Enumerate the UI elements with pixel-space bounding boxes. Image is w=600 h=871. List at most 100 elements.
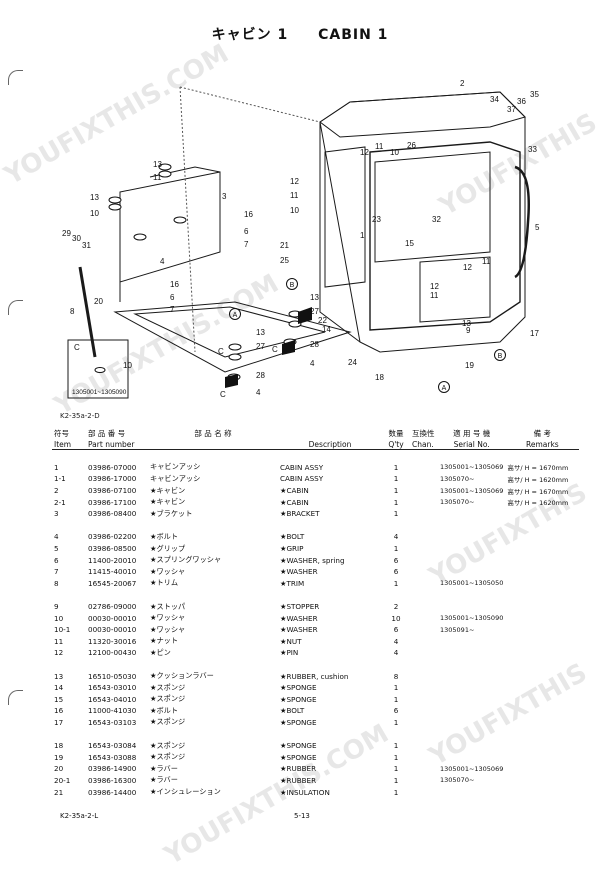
quantity: 1 <box>393 694 399 704</box>
interchangeability <box>410 636 438 648</box>
callout-16: 16 <box>244 210 253 219</box>
callout-27: 27 <box>256 342 265 351</box>
callout-30: 30 <box>72 234 81 243</box>
quantity: 1 <box>393 486 399 496</box>
cabin-door-frame <box>369 141 521 331</box>
callout-10: 10 <box>290 206 299 215</box>
quantity: 6 <box>393 567 399 577</box>
interchangeability <box>410 740 438 752</box>
quantity: 6 <box>393 706 399 716</box>
serial-range <box>438 740 505 752</box>
item-number: 4 <box>54 532 59 542</box>
name-ja: ★キャビン <box>150 485 186 495</box>
remarks <box>505 786 579 798</box>
name-ja: ★スプリングワッシャ <box>150 555 222 565</box>
remarks <box>505 612 579 624</box>
interchangeability <box>410 624 438 636</box>
header-ser-en: Serial No. <box>453 439 490 449</box>
name-ja: ★ピン <box>150 647 171 657</box>
interchangeability <box>410 554 438 566</box>
callout-11: 11 <box>430 291 439 300</box>
description: ★RUBBER <box>280 775 317 785</box>
callout-11: 11 <box>290 191 299 200</box>
callout-4: 4 <box>256 388 261 397</box>
serial-range <box>438 601 505 613</box>
callout-23: 23 <box>372 215 381 224</box>
group-spacer <box>52 589 579 601</box>
header-qty-en: Q'ty <box>388 439 404 449</box>
description: ★GRIP <box>280 544 304 554</box>
description: ★NUT <box>280 636 302 646</box>
part-number: 16510-05030 <box>88 671 137 681</box>
quantity: 1 <box>393 497 399 507</box>
description: ★SPONGE <box>280 717 317 727</box>
remarks: 高サ/ H = 1620mm <box>507 475 569 484</box>
callout-37: 37 <box>507 105 516 114</box>
group-spacer <box>52 728 579 740</box>
item-number: 9 <box>54 602 59 612</box>
name-ja: ★ボルト <box>150 705 179 715</box>
serial-range: 1305001~1305069 <box>440 463 504 472</box>
header-item-ja: 符号 <box>54 429 69 438</box>
item-number: 5 <box>54 544 59 554</box>
serial-range <box>438 670 505 682</box>
base-frame-inner <box>133 306 326 358</box>
ref-c: C <box>220 390 226 399</box>
interchangeability <box>410 763 438 775</box>
cabin-lower-window <box>419 256 491 323</box>
callout-12: 12 <box>430 282 439 291</box>
name-ja: ★キャビン <box>150 497 186 507</box>
callout-14: 14 <box>322 325 331 334</box>
interchangeability <box>410 717 438 729</box>
callout-22: 22 <box>318 316 327 325</box>
group-spacer <box>52 520 579 532</box>
ref-a: A <box>233 312 238 319</box>
description: ★RUBBER <box>280 764 317 774</box>
part-number: 16543-03103 <box>88 717 137 727</box>
remarks <box>505 647 579 659</box>
item-number: 17 <box>54 717 64 727</box>
item-number: 2 <box>54 486 59 496</box>
header-ser-ja: 適 用 号 機 <box>453 429 491 438</box>
callout-19: 19 <box>465 361 474 370</box>
remarks <box>505 763 579 775</box>
item-number: 3 <box>54 509 59 519</box>
interchangeability <box>410 647 438 659</box>
remarks <box>505 705 579 717</box>
callout-12: 12 <box>463 263 472 272</box>
callout-35: 35 <box>530 90 539 99</box>
serial-range: 1305001~1305069 <box>440 486 504 495</box>
item-number: 21 <box>54 787 64 797</box>
part-number: 16543-03010 <box>88 683 137 693</box>
name-ja: ★ラバー <box>150 775 178 785</box>
serial-range <box>438 786 505 798</box>
serial-range <box>438 636 505 648</box>
callout-34: 34 <box>490 95 499 104</box>
ghost-lines <box>179 86 321 353</box>
part-number: 11000-41030 <box>88 706 137 716</box>
part-number: 03986-07000 <box>88 462 137 472</box>
quantity: 6 <box>393 625 399 635</box>
remarks <box>505 636 579 648</box>
name-ja: ★グリップ <box>150 543 186 553</box>
quantity: 4 <box>393 636 399 646</box>
description: ★WASHER <box>280 625 318 635</box>
callout-28: 28 <box>310 340 319 349</box>
quantity: 1 <box>393 474 399 484</box>
cabin-front-pillar <box>319 122 361 343</box>
header-item-en: Item <box>54 439 72 449</box>
callout-15: 15 <box>405 239 414 248</box>
interchangeability <box>410 705 438 717</box>
interchangeability <box>410 496 438 508</box>
part-number: 12100-00430 <box>88 648 137 658</box>
callout-13: 13 <box>310 293 319 302</box>
